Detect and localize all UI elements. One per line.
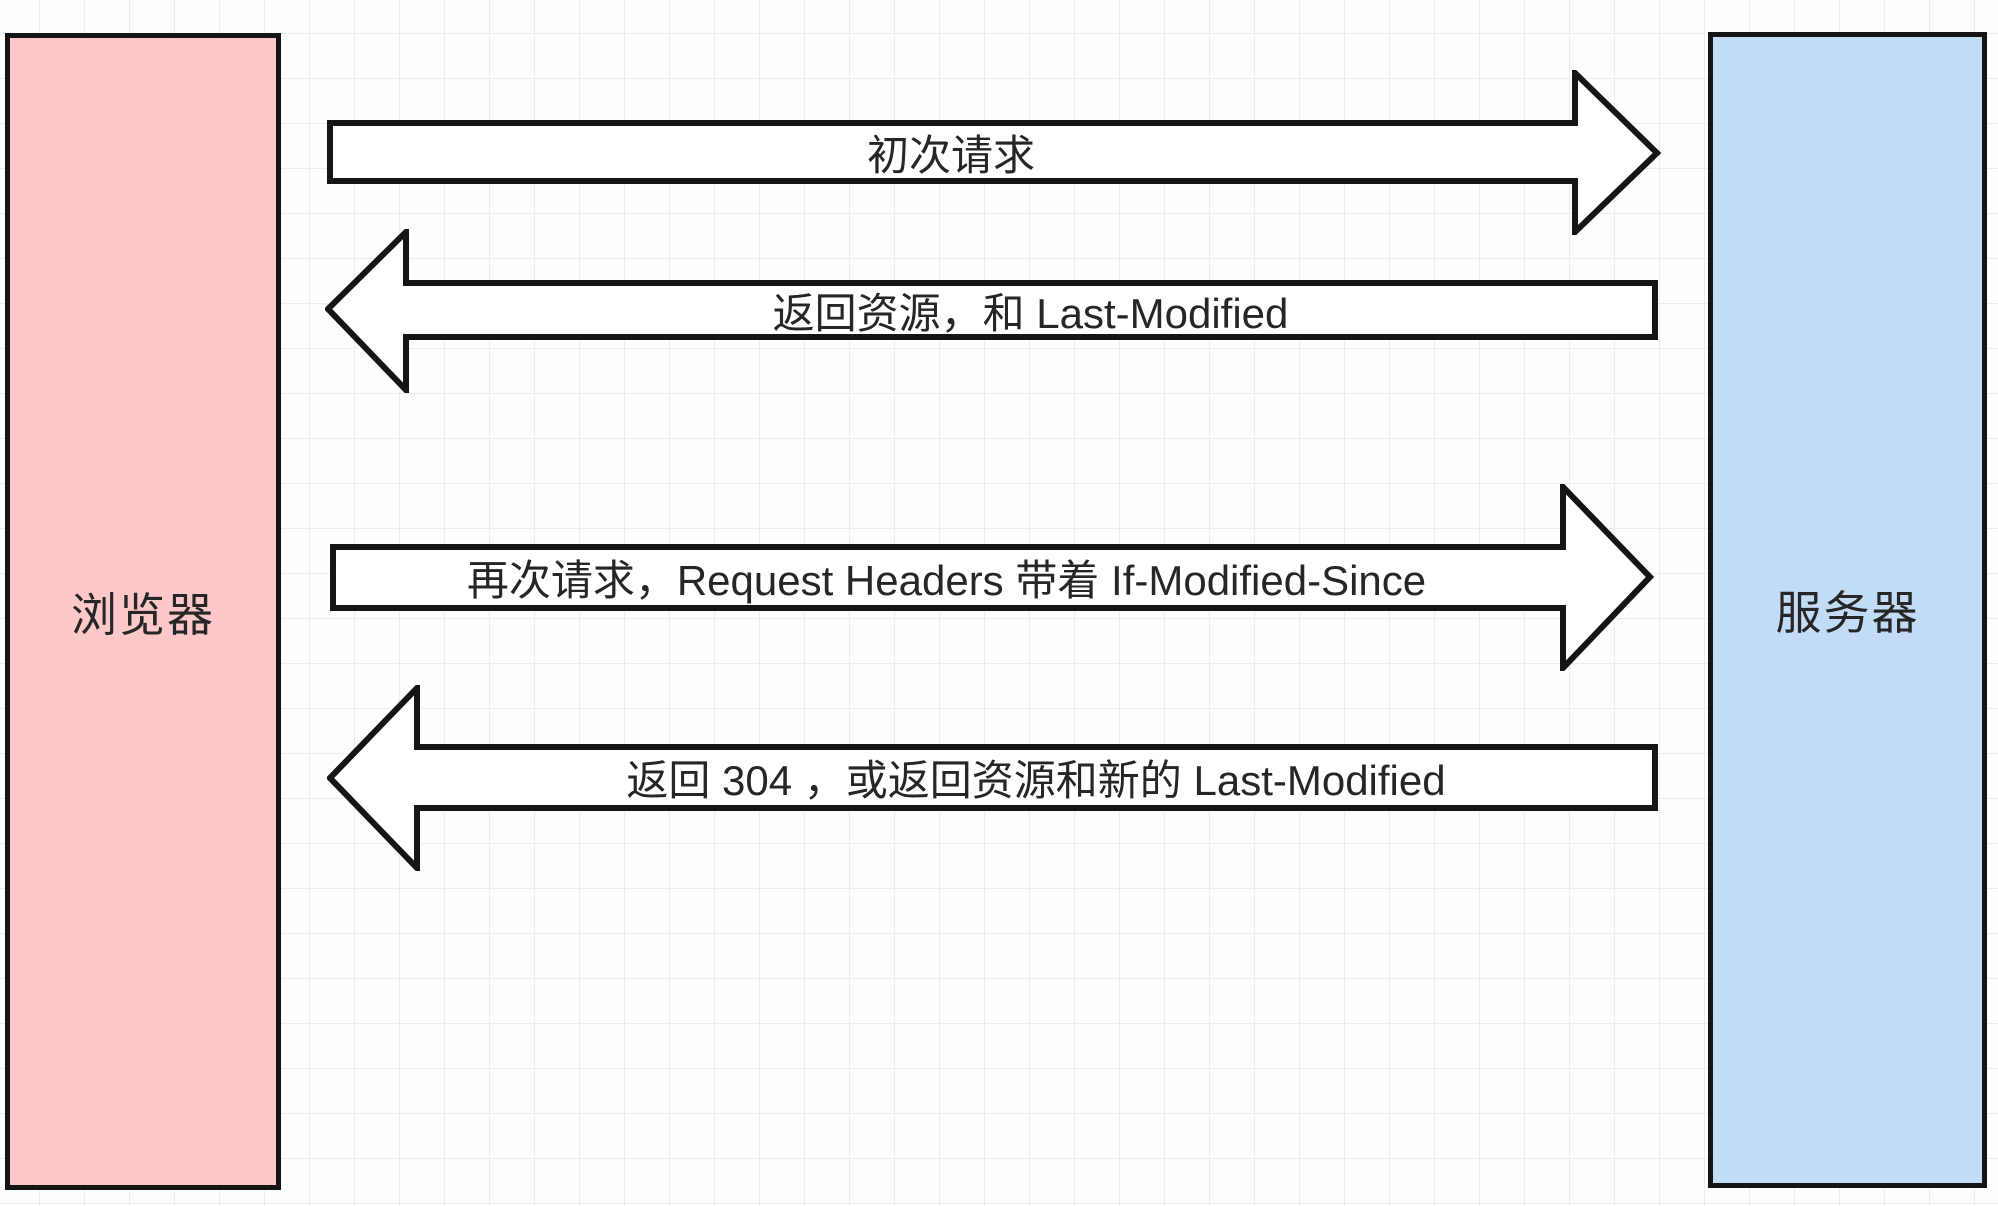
arrow-return-resource: 返回资源，和 Last-Modified	[325, 229, 1661, 393]
left-arrow-icon	[327, 685, 1658, 871]
arrow-return-resource-label: 返回资源，和 Last-Modified	[772, 289, 1289, 337]
server-box-label: 服务器	[1775, 587, 1920, 639]
left-arrow-icon	[325, 229, 1658, 393]
arrow-initial-request: 初次请求	[327, 70, 1663, 235]
right-arrow-icon	[327, 70, 1662, 235]
arrow-return-304: 返回 304 ，或返回资源和新的 Last-Modified	[327, 685, 1661, 871]
browser-box-label: 浏览器	[71, 588, 215, 641]
arrow-re-request-label: 再次请求，Request Headers 带着 If-Modified-Sinc…	[466, 557, 1427, 604]
browser-box: 浏览器	[5, 33, 281, 1190]
arrow-return-304-label: 返回 304 ，或返回资源和新的 Last-Modified	[626, 757, 1446, 804]
arrow-re-request: 再次请求，Request Headers 带着 If-Modified-Sinc…	[330, 484, 1656, 671]
server-box: 服务器	[1708, 32, 1987, 1188]
arrow-initial-request-label: 初次请求	[866, 131, 1035, 179]
right-arrow-icon	[330, 484, 1655, 671]
